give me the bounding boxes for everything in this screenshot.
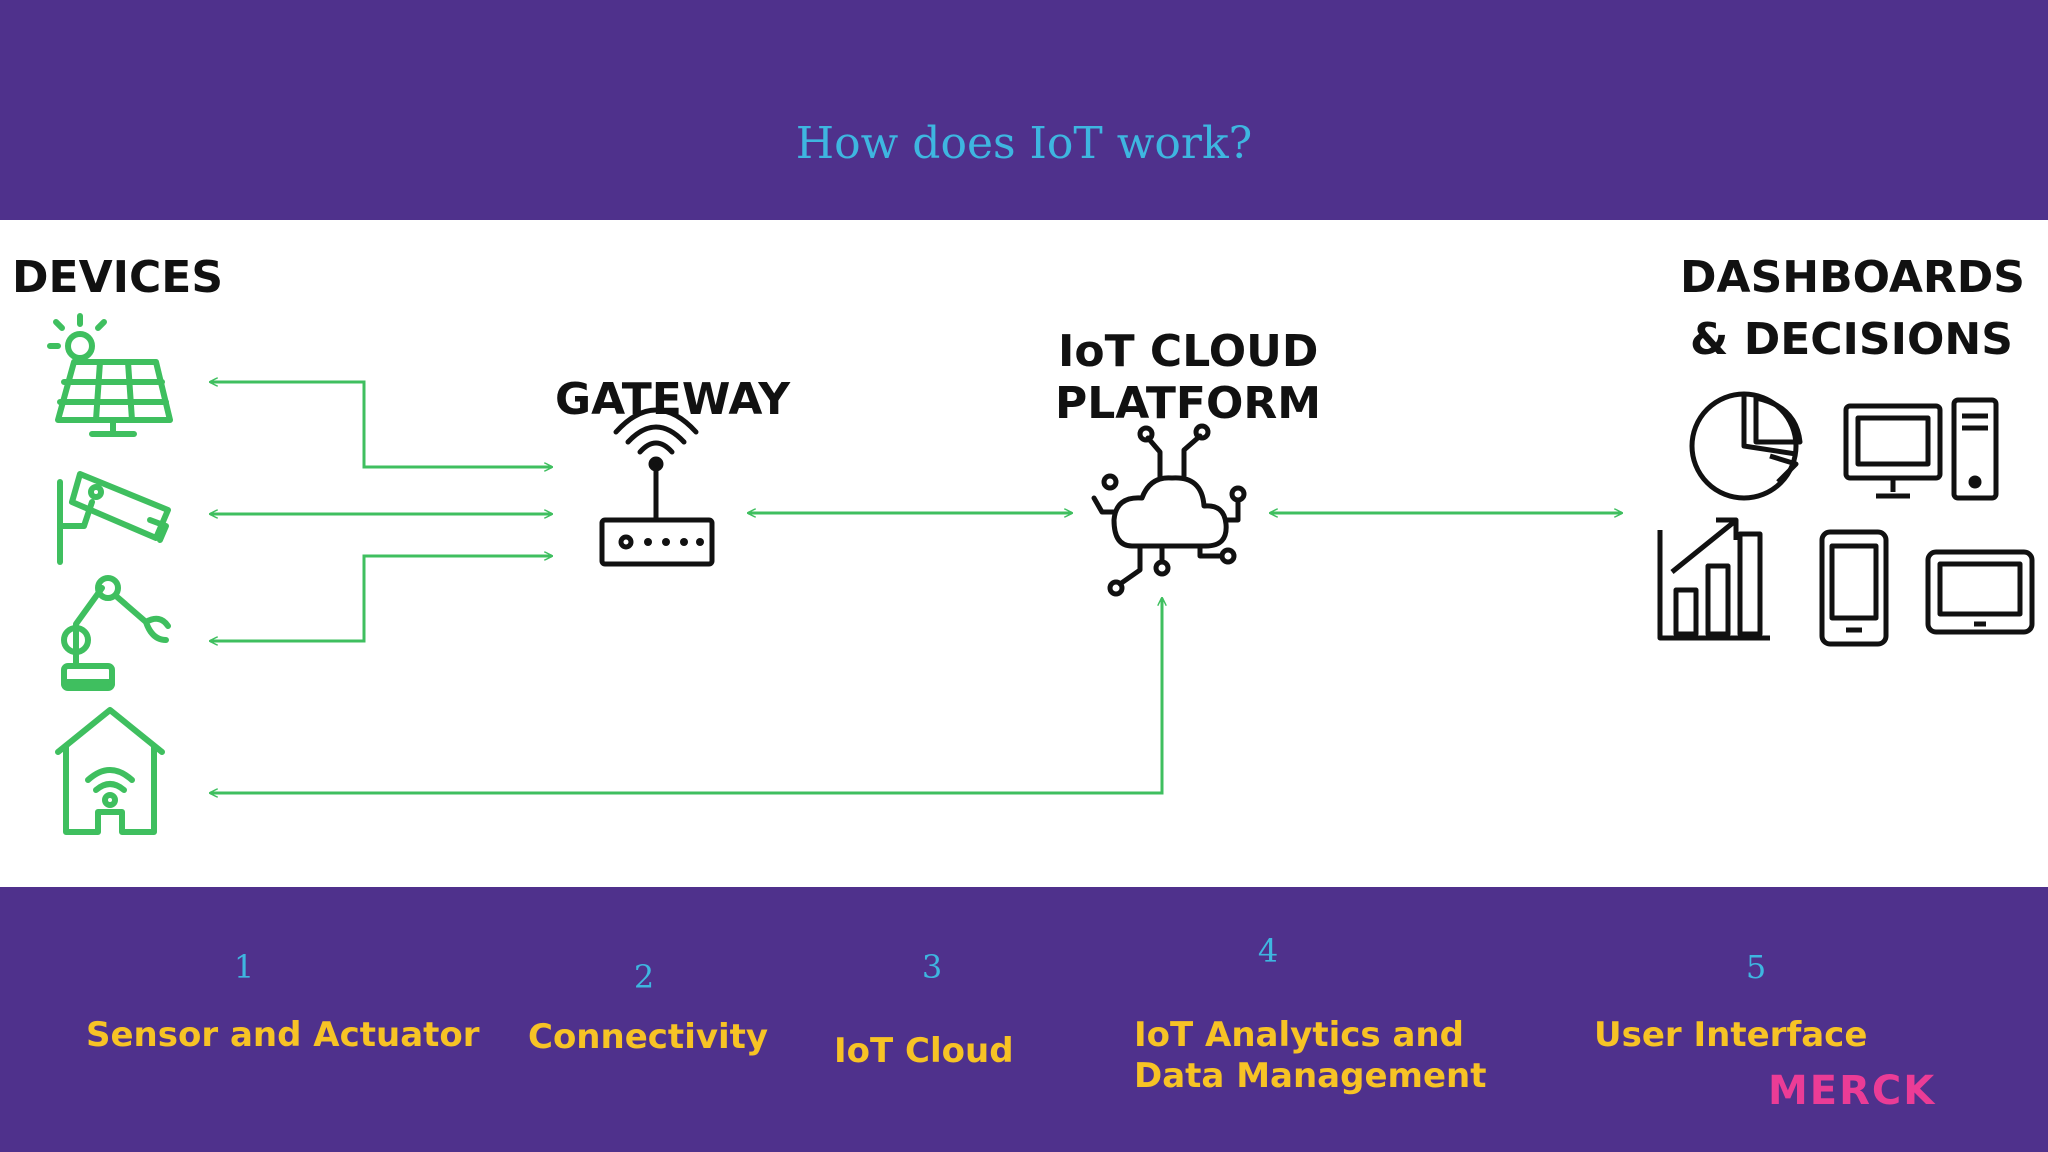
step-5-number: 5: [1745, 948, 1767, 986]
step-4-number: 4: [1257, 932, 1279, 970]
cloud-label-line1: IoT CLOUD: [1058, 326, 1319, 377]
robot-arm-icon: [61, 575, 171, 691]
gateway-label: GATEWAY: [555, 374, 791, 425]
step-5-label: User Interface: [1594, 1015, 1868, 1055]
router-icon: [599, 407, 715, 567]
dashboards-label-line2: & DECISIONS: [1690, 314, 2013, 365]
step-3-number: 3: [921, 948, 943, 986]
security-camera-icon: [57, 471, 171, 565]
desktop-computer-icon: [1843, 397, 1999, 501]
cloud-network-icon: [1091, 423, 1247, 597]
step-2-label: Connectivity: [528, 1017, 769, 1057]
steps-band: [0, 887, 2048, 1152]
step-4-label-line1: IoT Analytics and: [1134, 1015, 1464, 1055]
bar-chart-icon: [1657, 517, 1770, 641]
step-2-number: 2: [633, 958, 655, 996]
slide-title: How does IoT work?: [795, 118, 1253, 169]
connector-solar-gateway: [210, 382, 552, 467]
connector-home-cloud: [210, 598, 1162, 793]
devices-label: DEVICES: [12, 252, 224, 303]
diagram-canvas: [47, 313, 2035, 835]
smart-home-icon: [55, 707, 165, 835]
step-3-label: IoT Cloud: [834, 1031, 1014, 1071]
header-band: [0, 0, 2048, 220]
smartphone-icon: [1819, 529, 1889, 647]
tablet-icon: [1925, 549, 2035, 635]
dashboards-label-line1: DASHBOARDS: [1680, 252, 2025, 303]
pie-chart-icon: [1689, 391, 1803, 501]
cloud-label-line2: PLATFORM: [1055, 378, 1322, 429]
iot-diagram: DEVICES GATEWAY IoT CLOUD PLATFORM DASHB…: [0, 220, 2048, 887]
connector-robot-gateway: [210, 556, 552, 641]
step-1-number: 1: [233, 948, 255, 986]
solar-panel-icon: [47, 313, 173, 437]
merck-logo: MERCK: [1768, 1068, 1937, 1114]
step-1-label: Sensor and Actuator: [86, 1015, 480, 1055]
step-4-label-line2: Data Management: [1134, 1056, 1487, 1096]
